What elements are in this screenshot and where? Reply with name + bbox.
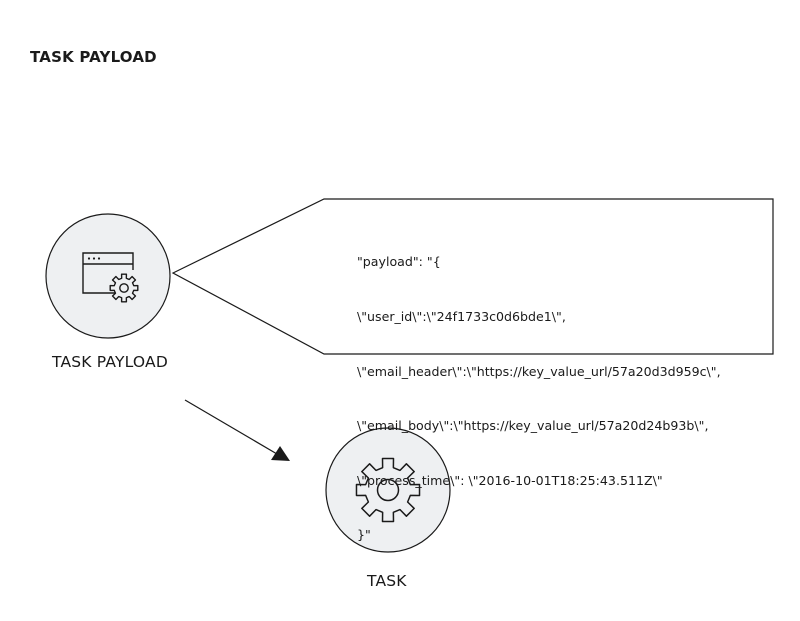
payload-line: }" [357,527,371,543]
payload-node-label: TASK PAYLOAD [52,353,168,371]
page-title: TASK PAYLOAD [30,48,157,66]
gear-icon [355,457,421,523]
flow-arrow [184,399,290,461]
callout-box [171,198,774,355]
payload-line: "payload": "{ [357,254,441,270]
task-node-label: TASK [367,572,407,590]
payload-node [45,213,171,339]
payload-line: \"process_time\": \"2016-10-01T18:25:43.… [357,472,663,488]
payload-line: \"email_header\":\"https://key_value_url… [357,363,721,379]
payload-line: \"email_body\":\"https://key_value_url/5… [357,418,709,434]
task-node [325,427,451,553]
payload-line: \"user_id\":\"24f1733c0d6bde1\", [357,309,566,325]
payload-code-block: "payload": "{ \"user_id\":\"24f1733c0d6b… [357,217,721,581]
window-gear-icon [82,252,139,303]
